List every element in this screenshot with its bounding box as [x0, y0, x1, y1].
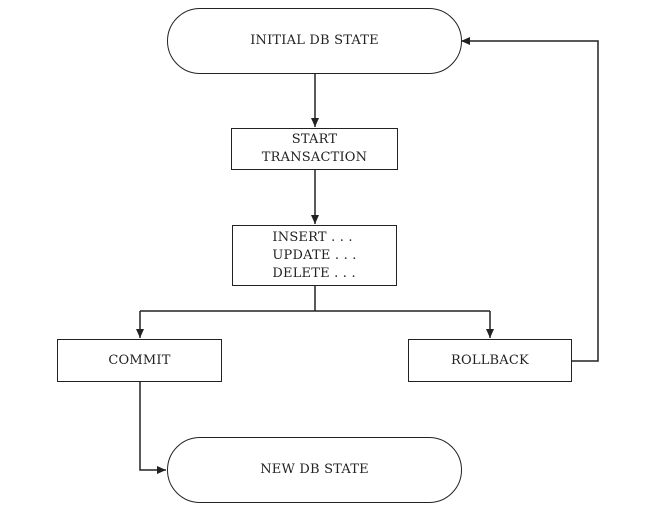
commit-node: COMMIT — [57, 339, 222, 382]
new-db-state-label: NEW DB STATE — [260, 462, 369, 477]
rollback-node: ROLLBACK — [408, 339, 572, 382]
start-transaction-node: START TRANSACTION — [231, 128, 398, 170]
operation-delete: DELETE . . . — [272, 265, 356, 281]
rollback-label: ROLLBACK — [451, 352, 529, 368]
start-transaction-line-2: TRANSACTION — [261, 150, 368, 165]
operation-insert: INSERT . . . — [272, 229, 353, 245]
initial-db-state-node: INITIAL DB STATE — [167, 8, 462, 74]
operation-update: UPDATE . . . — [272, 247, 357, 263]
arrow-commit-to-new-state — [139, 382, 166, 474]
commit-label: COMMIT — [108, 352, 171, 368]
operations-node: INSERT . . . UPDATE . . . DELETE . . . — [232, 225, 397, 286]
initial-db-state-label: INITIAL DB STATE — [250, 33, 379, 48]
new-db-state-node: NEW DB STATE — [167, 437, 462, 503]
start-transaction-line-1: START — [291, 132, 338, 147]
arrow-rollback-to-initial — [461, 37, 599, 362]
